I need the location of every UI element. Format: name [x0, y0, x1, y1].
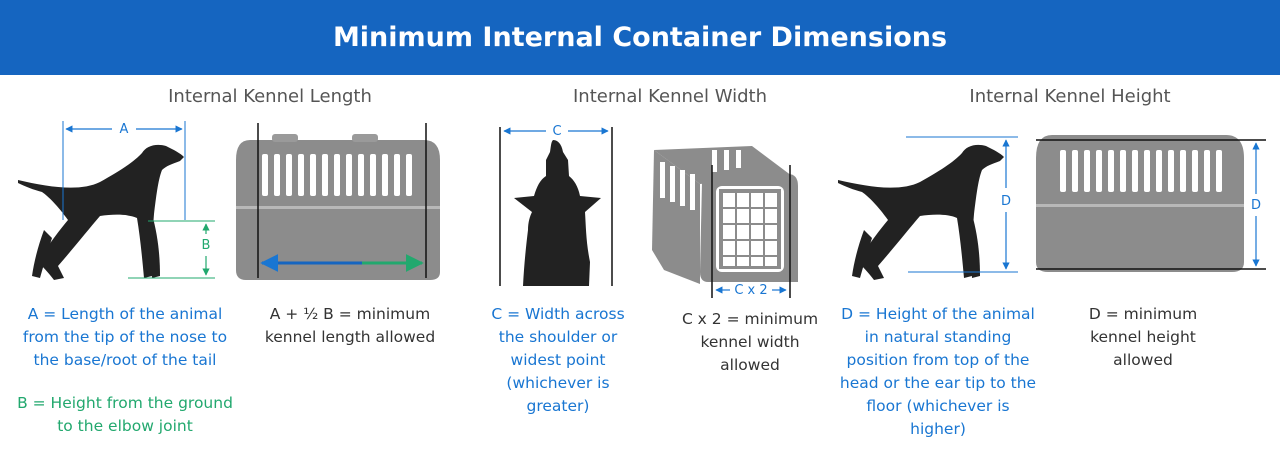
length-kennel-caption: A + ½ B = minimum kennel length allowed [264, 305, 436, 346]
b-caption: B = Height from the ground to the elbow … [17, 394, 233, 435]
label-c-text: C [552, 124, 561, 139]
d-caption: D = Height of the animal in natural stan… [839, 305, 1037, 438]
length-section-title: Internal Kennel Length [168, 86, 372, 107]
label-d: D [1001, 194, 1011, 209]
header-banner: Minimum Internal Container Dimensions [0, 0, 1280, 75]
height-kennel-caption: D = minimum kennel height allowed [1088, 305, 1198, 369]
kennel-side-height [1036, 135, 1244, 272]
label-d2: D [1251, 198, 1261, 213]
dog-silhouette-length [18, 144, 184, 280]
kennel-front-width [652, 146, 798, 284]
dog-silhouette-front [514, 140, 601, 286]
height-section-title: Internal Kennel Height [969, 86, 1171, 107]
label-cx2: C x 2 [734, 283, 767, 298]
a-caption: A = Length of the animal from the tip of… [22, 305, 228, 369]
dog-silhouette-height [838, 144, 1004, 280]
kennel-side-length [236, 134, 440, 280]
width-section-title: Internal Kennel Width [573, 86, 767, 107]
page-title: Minimum Internal Container Dimensions [332, 22, 948, 53]
label-b: B [202, 238, 211, 253]
width-kennel-caption: C x 2 = minimum kennel width allowed [681, 310, 819, 374]
label-a: A [120, 122, 129, 137]
c-caption: C = Width across the shoulder or widest … [491, 305, 625, 415]
